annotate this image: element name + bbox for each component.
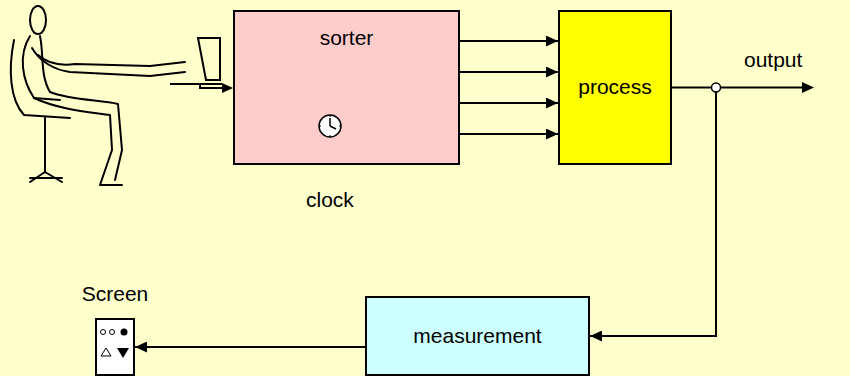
laptop-symbol (170, 38, 222, 84)
person-front (40, 36, 50, 92)
input-arrowhead (222, 83, 233, 93)
output-wire (720, 87, 802, 89)
person-arm (32, 48, 185, 76)
output-label: output (744, 48, 802, 72)
signal-arrow (460, 40, 558, 42)
chair-back (11, 40, 70, 118)
person-figure (11, 6, 185, 185)
person-head (30, 6, 46, 34)
person-leg (50, 92, 122, 180)
laptop-screen (198, 38, 220, 80)
signal-arrow (460, 133, 558, 135)
chair-post (30, 118, 62, 182)
signal-arrow (460, 102, 558, 104)
sorter-box: sorter (233, 10, 460, 165)
box-label: sorter (320, 26, 374, 50)
clock-label: clock (306, 188, 354, 212)
box-heading: Screen (82, 282, 149, 306)
process-box: process (558, 10, 672, 165)
person-leg (34, 98, 122, 185)
box-label: process (578, 75, 652, 99)
box-label: measurement (413, 324, 541, 348)
output-arrowhead (802, 82, 814, 93)
measurement-box: measurement (365, 296, 590, 376)
person-back (23, 36, 60, 100)
person-arm (38, 55, 185, 66)
laptop-base (170, 83, 222, 85)
screen-box: Screen (95, 318, 135, 376)
input-wire (200, 84, 222, 88)
signal-arrow (460, 71, 558, 73)
tap-point (712, 83, 721, 92)
signal-arrow (135, 346, 365, 348)
